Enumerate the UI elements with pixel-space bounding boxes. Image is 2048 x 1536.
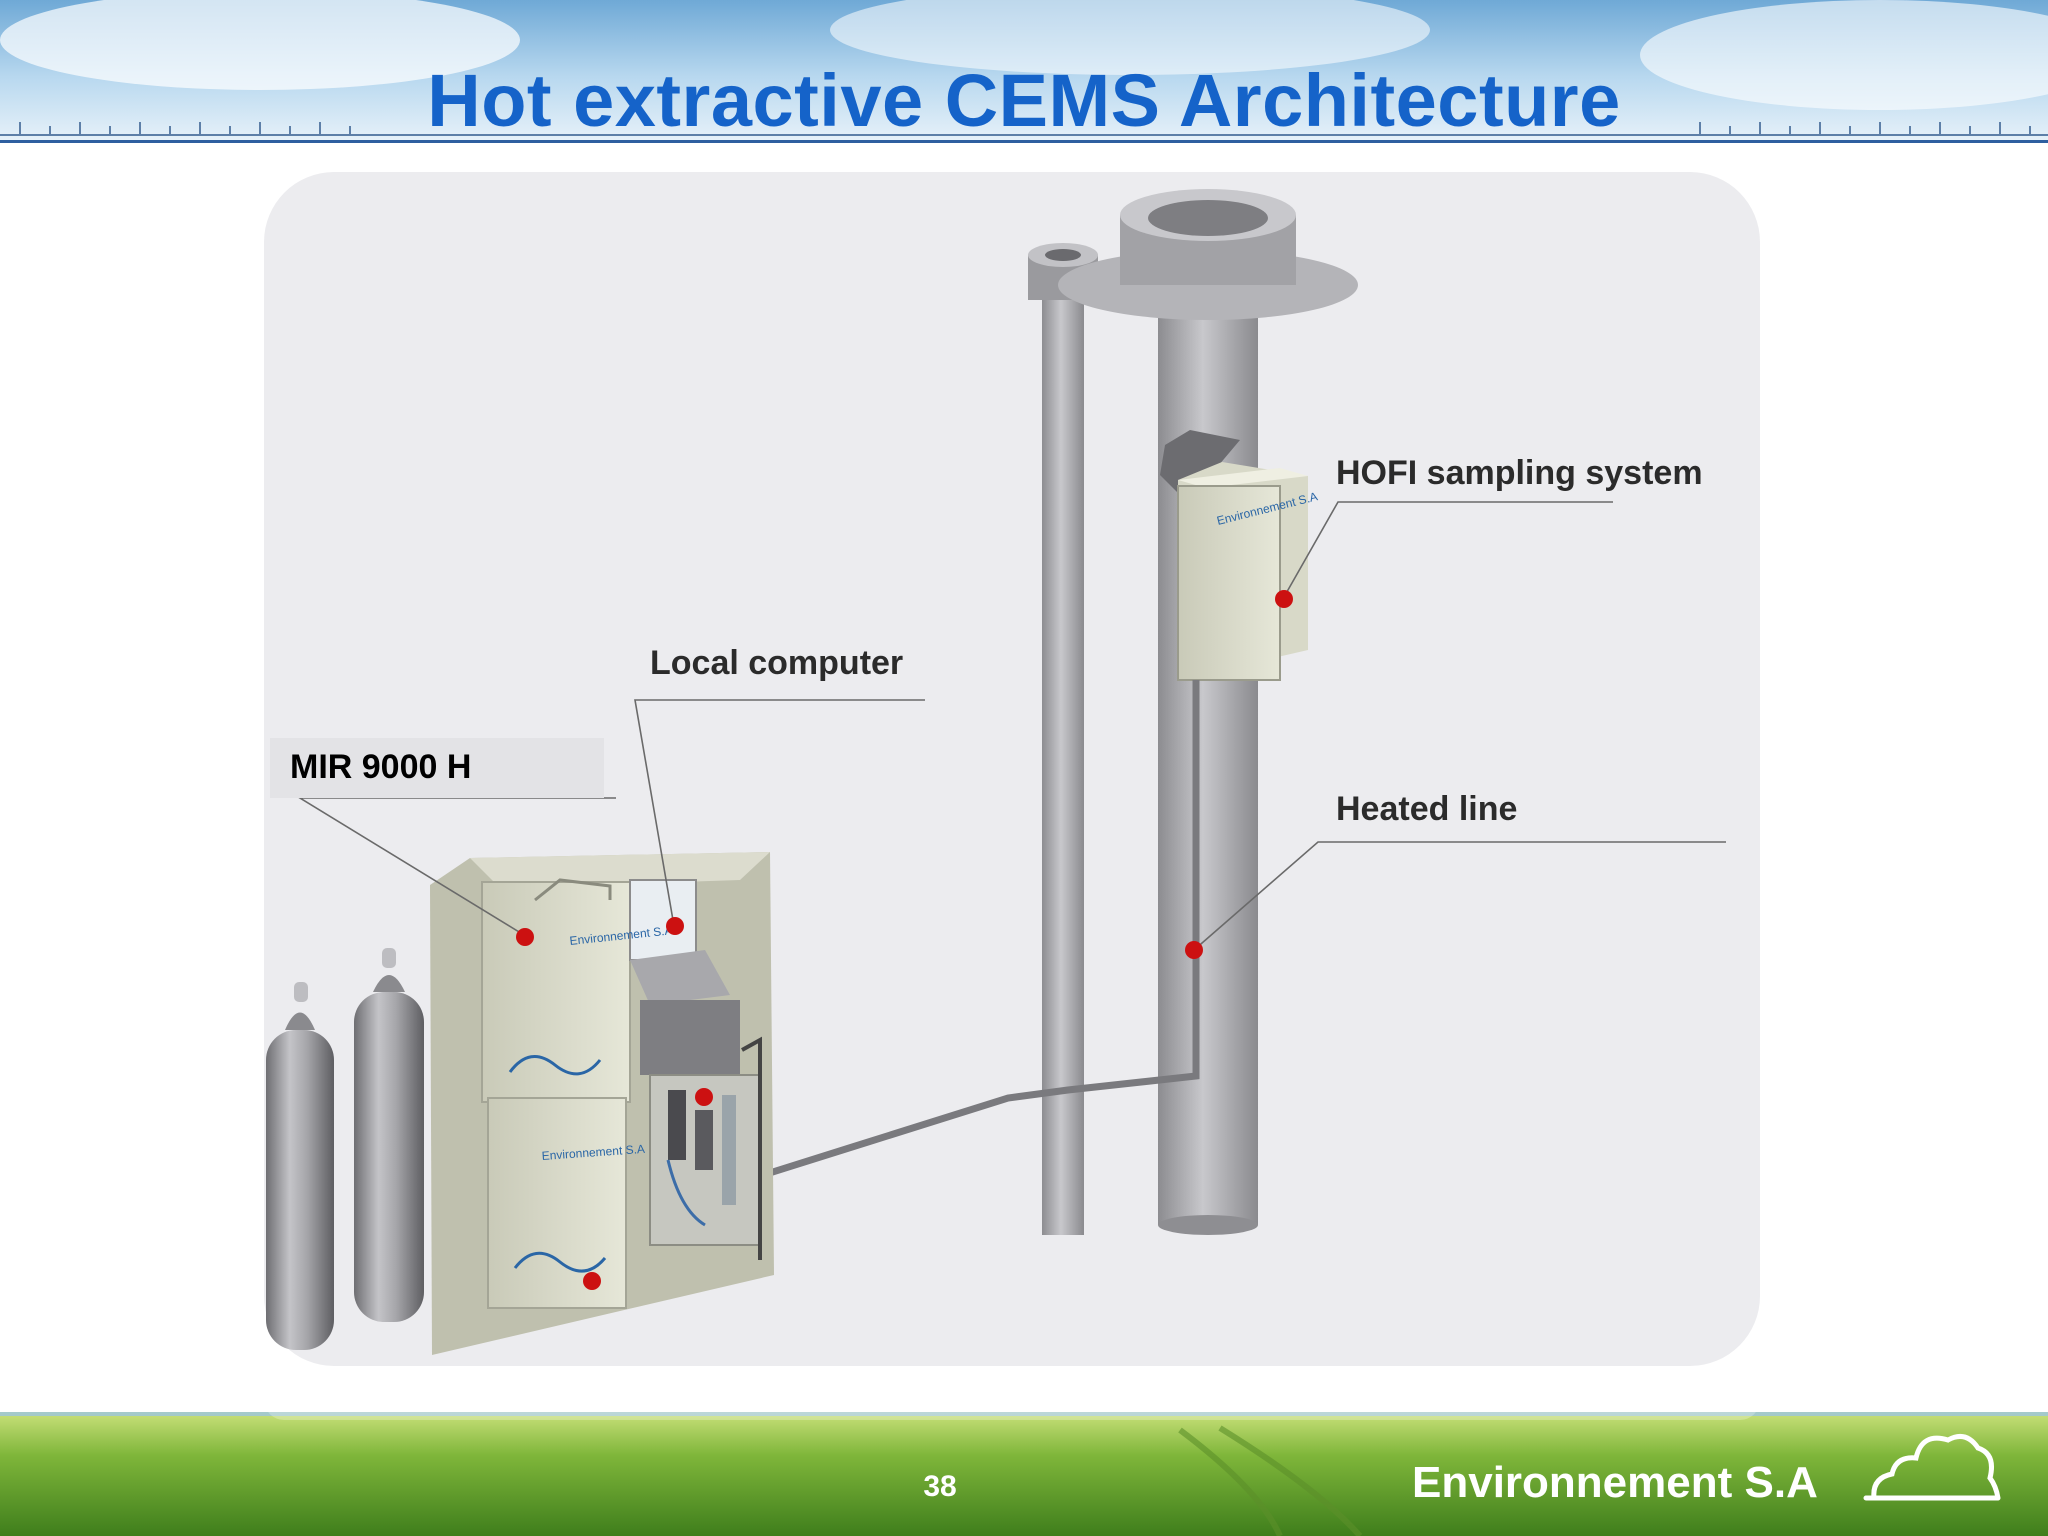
hofi-box: Environnement S.A	[1177, 462, 1319, 681]
footer-grass	[0, 1412, 2048, 1536]
slide-title: Hot extractive CEMS Architecture	[427, 59, 1621, 142]
label-hofi-sampling-system: HOFI sampling system	[1336, 454, 1703, 492]
field-track	[1218, 1425, 1363, 1536]
header-divider	[0, 140, 2048, 143]
callout-dot	[1185, 941, 1203, 959]
brand-name: Environnement S.A	[1412, 1458, 1818, 1507]
analyzer-cabinet: Environnement S.A Environnement S.A	[430, 852, 774, 1355]
callout-dot	[583, 1272, 601, 1290]
footer-horizon	[0, 1412, 2048, 1416]
callout-dot	[695, 1088, 713, 1106]
panel-reflection	[264, 1380, 1760, 1420]
callout-dot	[1275, 590, 1293, 608]
cloud-shape	[0, 0, 520, 90]
callout-dot	[516, 928, 534, 946]
label-heated-line: Heated line	[1336, 790, 1518, 828]
cloud-shape	[830, 0, 1430, 75]
label-mir-9000-h: MIR 9000 H	[290, 748, 472, 786]
mir-label-box	[270, 738, 604, 798]
cloud-logo-icon	[1863, 1433, 2001, 1501]
page-number: 38	[923, 1470, 957, 1503]
leader-lines	[297, 501, 1726, 951]
header-ruler	[0, 122, 2048, 136]
label-local-computer: Local computer	[650, 644, 904, 682]
callout-dot	[666, 917, 684, 935]
gas-cylinders	[266, 948, 424, 1350]
field-track	[1178, 1427, 1283, 1536]
cloud-shape	[1640, 0, 2048, 110]
